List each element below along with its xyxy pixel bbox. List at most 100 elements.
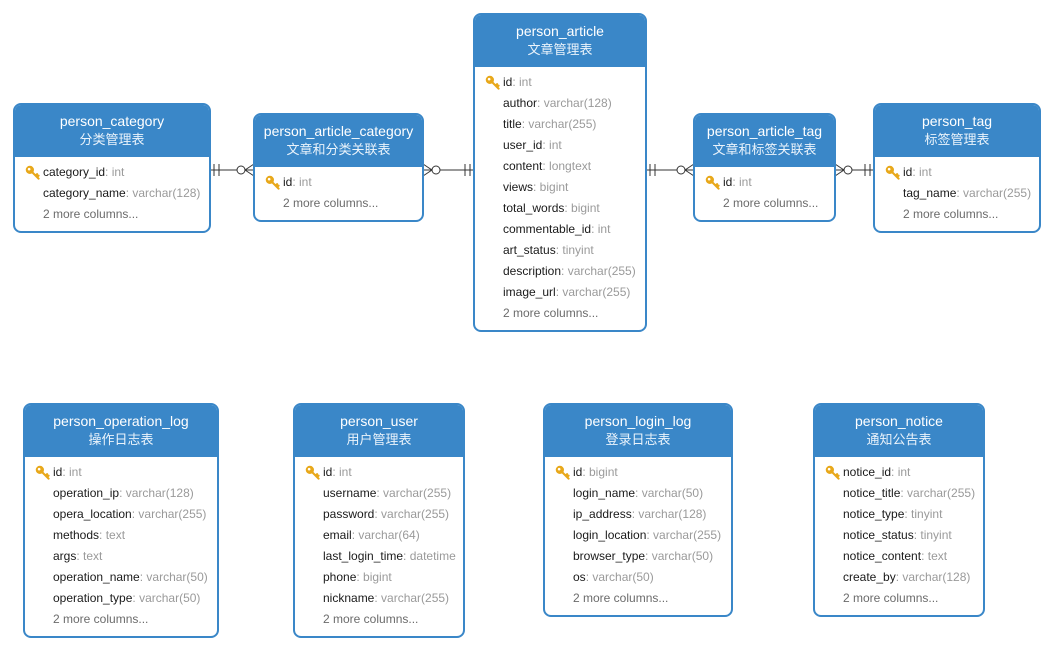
key-icon [885,165,900,180]
column-row[interactable]: phone: bigint [295,567,463,588]
column-row[interactable]: nickname: varchar(255) [295,588,463,609]
table-subtitle: 分类管理表 [79,133,145,148]
column-row[interactable]: email: varchar(64) [295,525,463,546]
column-row[interactable]: title: varchar(255) [475,114,645,135]
more-columns-link[interactable]: 2 more columns... [903,207,999,221]
column-type: : bigint [533,180,569,194]
column-row[interactable]: notice_content: text [815,546,983,567]
column-row[interactable]: args: text [25,546,217,567]
table-name: person_operation_log [53,413,189,429]
column-row[interactable]: username: varchar(255) [295,483,463,504]
more-columns-link[interactable]: 2 more columns... [53,612,149,626]
column-row[interactable]: notice_status: tinyint [815,525,983,546]
column-row[interactable]: id: int [25,462,217,483]
column-row[interactable]: content: longtext [475,156,645,177]
column-row[interactable]: views: bigint [475,177,645,198]
column-row[interactable]: category_name: varchar(128) [15,183,209,204]
column-type: : varchar(50) [139,570,208,584]
more-columns-link[interactable]: 2 more columns... [323,612,419,626]
key-icon [825,465,840,480]
table-subtitle: 标签管理表 [924,133,990,148]
column-name: methods [53,528,100,542]
column-row[interactable]: login_name: varchar(50) [545,483,731,504]
table-name: person_article [516,23,604,39]
column-row[interactable]: tag_name: varchar(255) [875,183,1039,204]
column-name: username [323,486,377,500]
column-name: category_name [43,186,126,200]
key-icon [485,75,500,90]
column-row[interactable]: last_login_time: datetime [295,546,463,567]
column-row[interactable]: notice_type: tinyint [815,504,983,525]
column-type: : text [76,549,103,563]
table-name: person_login_log [584,413,692,429]
column-row[interactable]: id: int [255,172,422,193]
column-row[interactable]: id: int [695,172,834,193]
column-row[interactable]: ip_address: varchar(128) [545,504,731,525]
column-row[interactable]: total_words: bigint [475,198,645,219]
column-row[interactable]: id: int [295,462,463,483]
column-row[interactable]: description: varchar(255) [475,261,645,282]
column-row[interactable]: art_status: tinyint [475,240,645,261]
column-row[interactable]: author: varchar(128) [475,93,645,114]
table-header[interactable]: person_article 文章管理表 [475,15,645,67]
more-columns-link[interactable]: 2 more columns... [503,306,599,320]
column-row[interactable]: operation_type: varchar(50) [25,588,217,609]
column-row[interactable]: notice_id: int [815,462,983,483]
column-row[interactable]: notice_title: varchar(255) [815,483,983,504]
table-subtitle: 文章管理表 [527,43,593,58]
column-name: id [53,465,63,479]
column-row[interactable]: image_url: varchar(255) [475,282,645,303]
column-type: : text [921,549,948,563]
key-icon [265,175,280,190]
column-row[interactable]: opera_location: varchar(255) [25,504,217,525]
column-name: notice_id [843,465,892,479]
column-row[interactable]: user_id: int [475,135,645,156]
column-row[interactable]: id: int [875,162,1039,183]
column-type: : varchar(255) [900,486,976,500]
column-name: login_location [573,528,647,542]
more-columns-link[interactable]: 2 more columns... [43,207,139,221]
column-row[interactable]: category_id: int [15,162,209,183]
column-name: notice_type [843,507,905,521]
column-row[interactable]: login_location: varchar(255) [545,525,731,546]
column-row[interactable]: commentable_id: int [475,219,645,240]
key-icon [305,465,320,480]
column-row[interactable]: id: int [475,72,645,93]
column-row[interactable]: methods: text [25,525,217,546]
column-row[interactable]: operation_name: varchar(50) [25,567,217,588]
column-row[interactable]: password: varchar(255) [295,504,463,525]
more-columns-link[interactable]: 2 more columns... [843,591,939,605]
column-row[interactable]: os: varchar(50) [545,567,731,588]
column-type: : varchar(50) [585,570,654,584]
column-row[interactable]: browser_type: varchar(50) [545,546,731,567]
column-row[interactable]: create_by: varchar(128) [815,567,983,588]
column-name: operation_ip [53,486,120,500]
column-row[interactable]: id: bigint [545,462,731,483]
column-type: : varchar(50) [645,549,714,563]
more-columns-link[interactable]: 2 more columns... [573,591,669,605]
more-columns-link[interactable]: 2 more columns... [723,196,819,210]
column-name: os [573,570,586,584]
more-columns-link[interactable]: 2 more columns... [283,196,379,210]
column-row[interactable]: operation_ip: varchar(128) [25,483,217,504]
